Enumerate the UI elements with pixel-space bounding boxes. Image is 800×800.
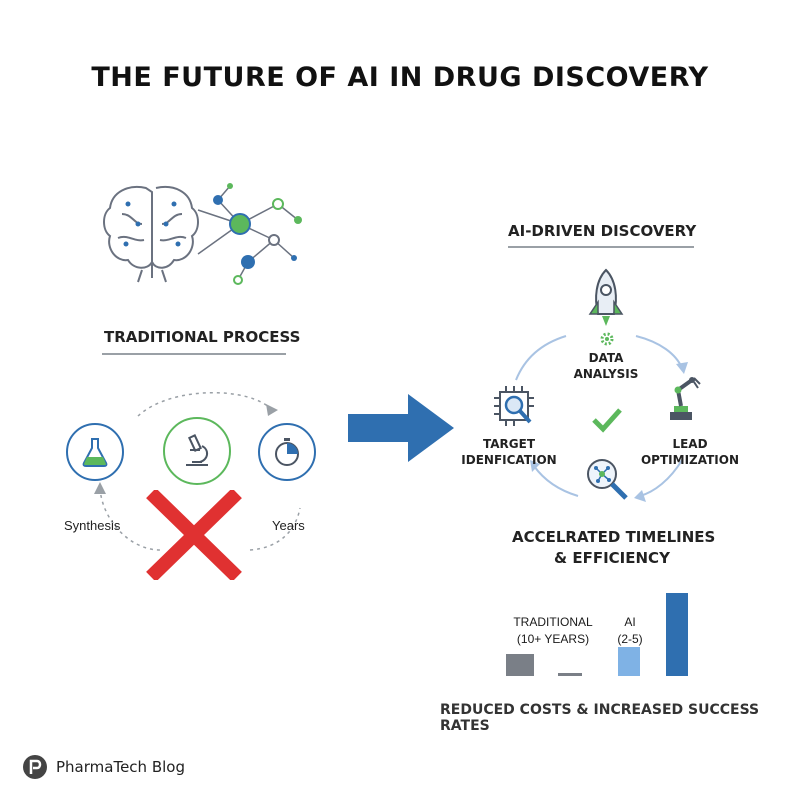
timelines-heading: ACCELRATED TIMELINES & EFFICIENCY <box>512 528 716 567</box>
timelines-heading-line1: ACCELRATED TIMELINES <box>512 528 716 546</box>
traditional-cycle-arrows <box>94 391 301 551</box>
traditional-heading: TRADITIONAL PROCESS <box>104 328 301 346</box>
traditional-underline <box>102 353 286 355</box>
step-lead-label: LEAD OPTIMIZATION <box>640 437 739 467</box>
step-lead-optimization: LEAD OPTIMIZATION <box>640 436 740 468</box>
step-data-analysis-label: DATA ANALYSIS <box>573 351 639 381</box>
synthesis-label: Synthesis <box>64 518 121 533</box>
ai-underline <box>508 246 694 248</box>
footer-tagline: REDUCED COSTS & INCREASED SUCCESS RATES <box>440 702 760 734</box>
ai-cycle-arrows <box>515 335 688 502</box>
molecule-search-icon <box>587 459 628 500</box>
step-target-identification: TARGET IDENFICATION <box>454 436 564 468</box>
bar-traditional-small <box>558 673 582 676</box>
brand: PharmaTech Blog <box>22 754 185 780</box>
bar-ai-light <box>618 647 640 676</box>
timelines-heading-line2: & EFFICIENCY <box>554 549 670 567</box>
timeline-bar-chart <box>500 590 700 676</box>
rocket-icon <box>588 268 624 326</box>
robot-arm-icon <box>670 377 701 420</box>
brain-network-icon <box>103 183 302 285</box>
page-title: THE FUTURE OF AI IN DRUG DISCOVERY <box>91 62 709 93</box>
chip-search-icon <box>494 386 534 426</box>
bar-traditional-gray <box>506 654 534 676</box>
stopwatch-icon <box>258 423 316 481</box>
microscope-icon <box>163 417 231 485</box>
brand-name: PharmaTech Blog <box>56 758 185 776</box>
gear-icon <box>600 332 614 346</box>
years-label: Years <box>272 518 305 533</box>
check-icon <box>592 408 622 433</box>
chart-label-traditional: TRADITIONAL (10+ YEARS) <box>513 615 593 646</box>
step-target-label: TARGET IDENFICATION <box>461 437 557 467</box>
arrow-right-icon <box>348 394 454 462</box>
logo-p-icon <box>23 755 47 779</box>
step-data-analysis: DATA ANALYSIS <box>566 350 646 382</box>
chart-label-ai: AI (2-5) <box>617 615 643 646</box>
ai-heading: AI-DRIVEN DISCOVERY <box>508 222 697 240</box>
bar-ai-tall <box>666 593 688 676</box>
flask-icon <box>66 423 124 481</box>
cross-mark-icon <box>146 490 242 580</box>
